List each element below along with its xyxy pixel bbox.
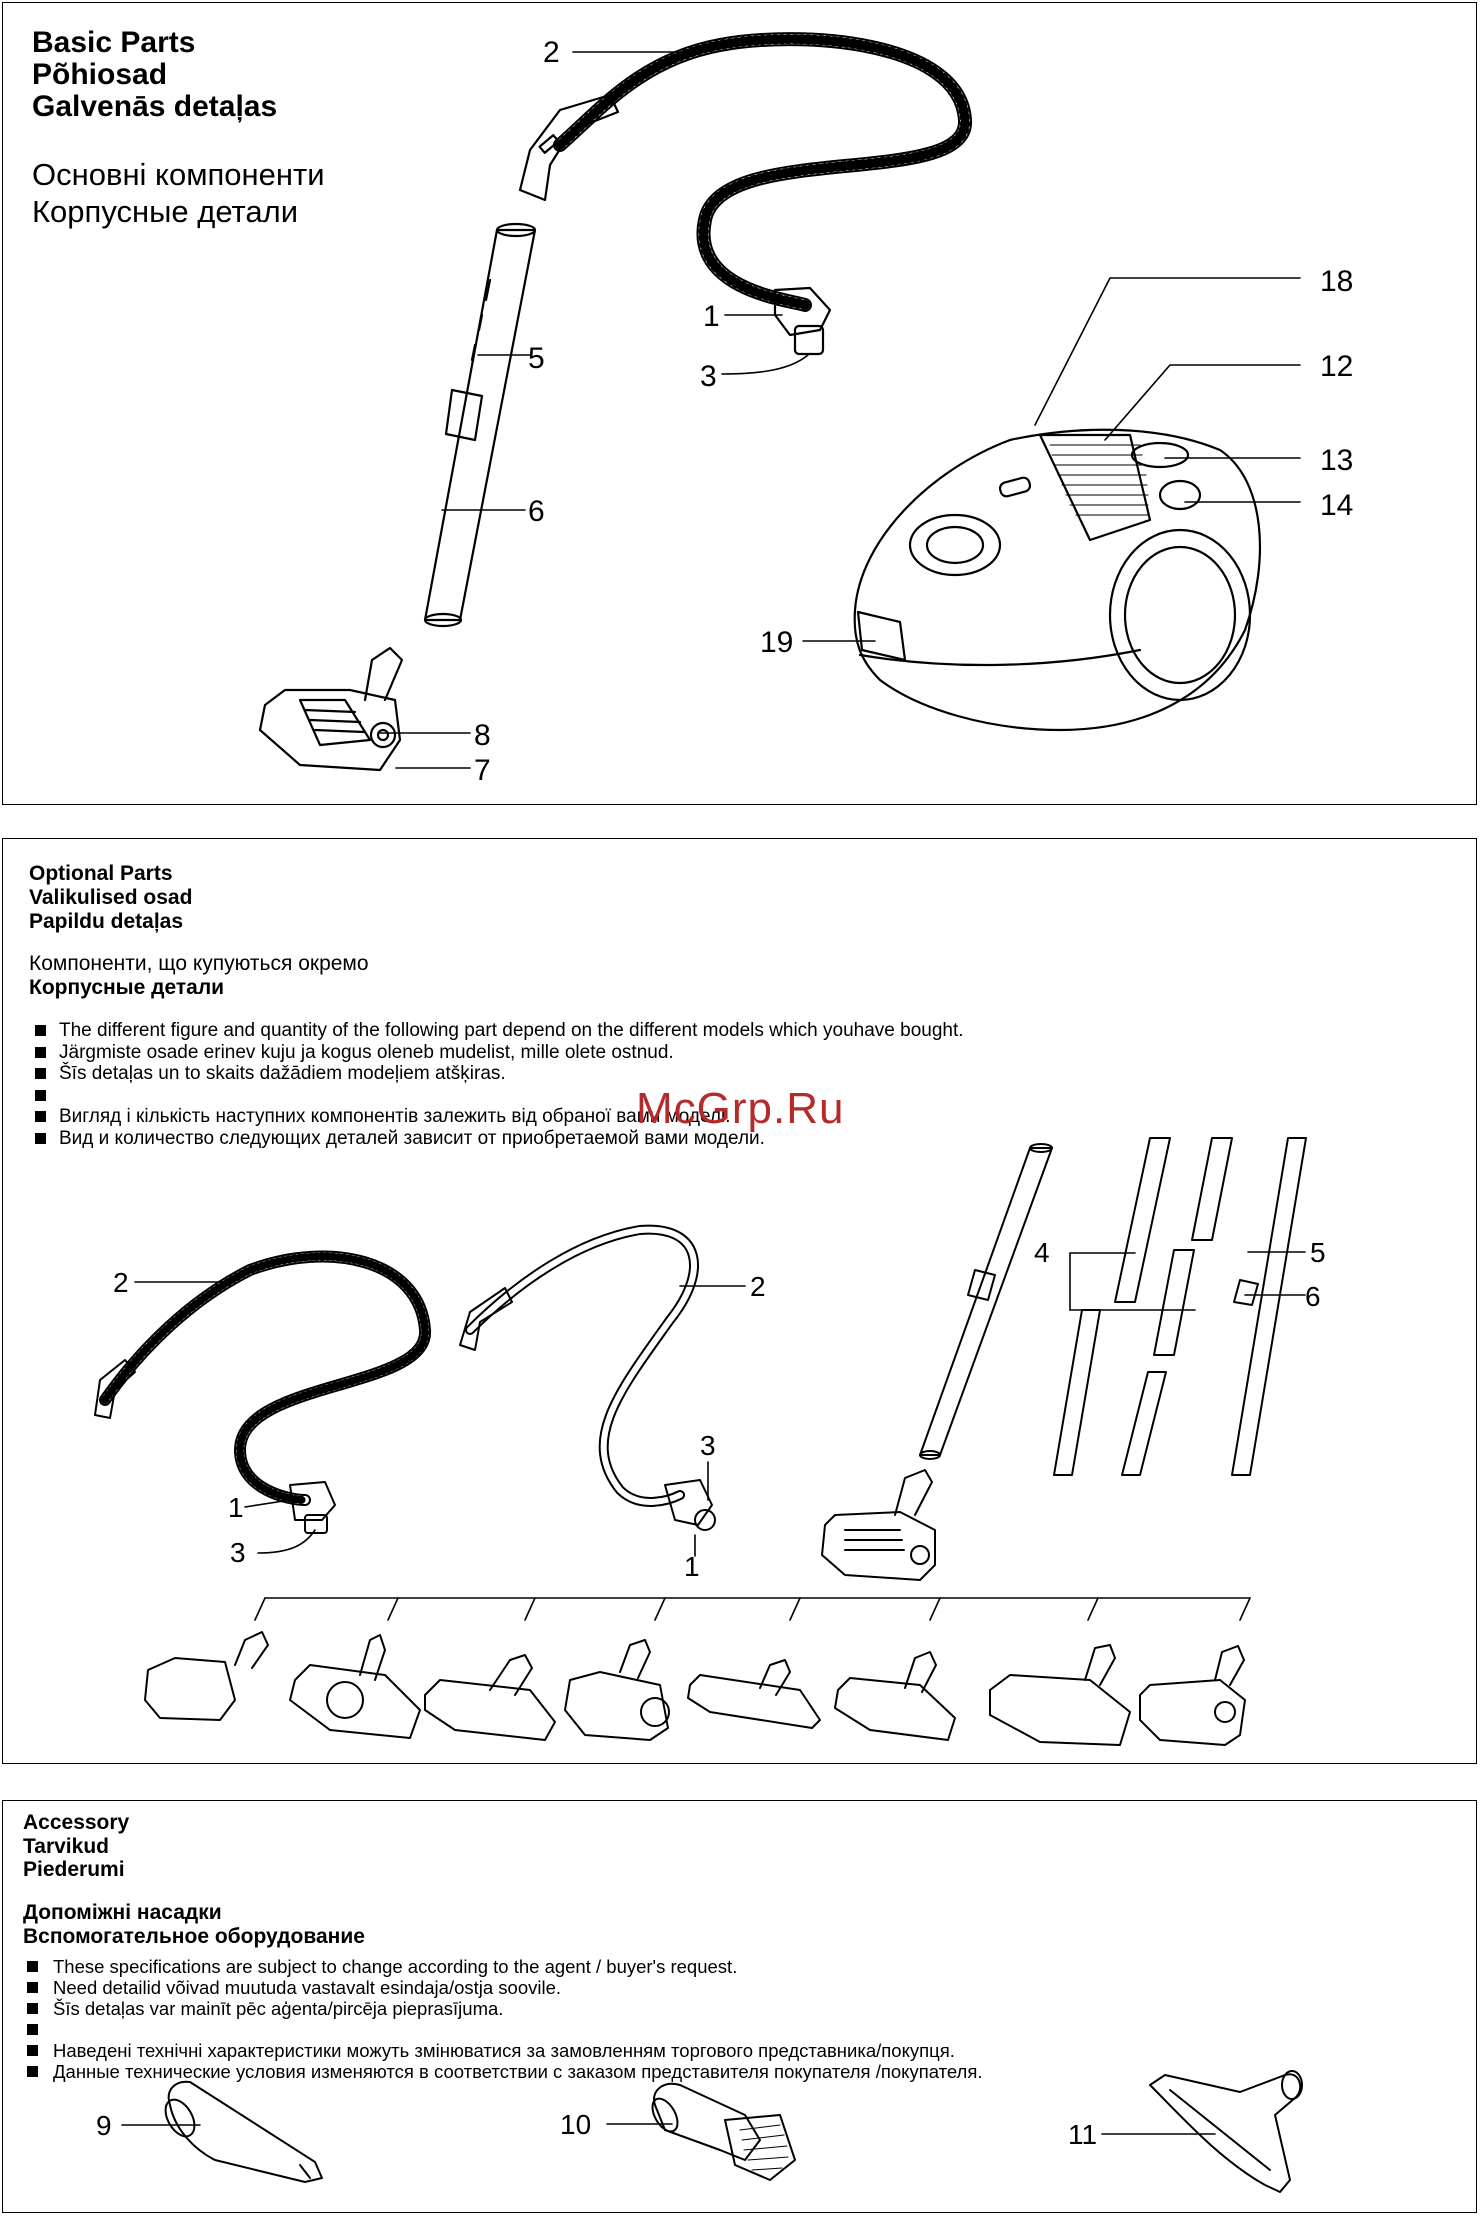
basic-parts-panel bbox=[2, 2, 1477, 805]
optional-hose-a-drawing bbox=[94, 1250, 431, 1534]
bullet-square-icon bbox=[35, 1089, 46, 1101]
grille-pattern bbox=[1049, 444, 1149, 516]
basic-subtitle-ru: Корпусные детали bbox=[32, 194, 299, 230]
callout-5: 5 bbox=[1310, 1237, 1326, 1268]
nozzle-row-drawings bbox=[144, 1631, 1246, 1746]
accessory-title-lv: Piederumi bbox=[23, 1858, 125, 1882]
optional-parts-illustration: 2 1 3 2 3 1 4 5 6 bbox=[94, 1137, 1326, 1746]
callout-9: 9 bbox=[96, 2110, 112, 2141]
basic-leader-lines bbox=[377, 51, 1301, 769]
optional-pipes-drawing bbox=[1053, 1137, 1307, 1476]
optional-parts-heading: Optional Parts Valikulised osad Papildu … bbox=[29, 862, 192, 934]
optional-tube-nozzle-drawing bbox=[821, 1143, 1053, 1581]
upholstery-tool-drawing bbox=[1149, 2070, 1303, 2193]
optional-subtitle-uk: Компоненти, що купуються окремо bbox=[29, 952, 369, 975]
optional-note: Šīs detaļas un to skaits dažādiem modeļi… bbox=[29, 1063, 964, 1085]
callout-6: 6 bbox=[1305, 1281, 1321, 1312]
basic-subtitle-uk: Основні компоненти bbox=[32, 157, 325, 192]
basic-parts-heading: Basic Parts Põhiosad Galvenās detaļas bbox=[32, 26, 278, 124]
callout-3: 3 bbox=[700, 1430, 716, 1461]
basic-callouts: 2 1 3 5 6 8 7 18 12 13 14 19 bbox=[474, 36, 1353, 787]
callout-10: 10 bbox=[560, 2109, 591, 2140]
bullet-square-icon bbox=[35, 1068, 46, 1079]
callout-1: 1 bbox=[703, 300, 720, 333]
brush-bristles bbox=[739, 2124, 789, 2171]
bullet-square-icon bbox=[35, 1046, 46, 1058]
accessory-note: Need detailid võivad muutuda vastavalt e… bbox=[23, 1977, 983, 1998]
callout-19: 19 bbox=[760, 626, 793, 659]
callout-1: 1 bbox=[684, 1551, 700, 1582]
accessory-subtitle-uk: Допоміжні насадки bbox=[23, 1901, 222, 1924]
optional-title-en: Optional Parts bbox=[29, 862, 173, 885]
basic-title-lv: Galvenās detaļas bbox=[32, 90, 278, 124]
bullet-square-icon bbox=[27, 1982, 38, 1993]
bullet-square-icon bbox=[27, 2045, 38, 2056]
accessory-subheading: Допоміжні насадки Вспомогательное оборуд… bbox=[23, 1901, 365, 1948]
accessory-note: Данные технические условия изменяются в … bbox=[23, 2061, 983, 2082]
accessory-leader-lines bbox=[121, 2123, 1216, 2135]
basic-parts-illustration: 2 1 3 5 6 8 7 18 12 13 14 19 bbox=[258, 32, 1353, 787]
callout-11: 11 bbox=[1068, 2119, 1097, 2150]
callout-7: 7 bbox=[474, 754, 491, 787]
optional-hose-b-drawing bbox=[459, 1224, 716, 1531]
bullet-square-icon bbox=[27, 1961, 38, 1972]
accessory-note: Наведені технічні характеристики можуть … bbox=[23, 2040, 983, 2061]
bullet-square-icon bbox=[27, 2003, 38, 2014]
callout-1: 1 bbox=[228, 1492, 244, 1523]
watermark-text: McGrp.Ru bbox=[636, 1084, 845, 1133]
optional-parts-panel bbox=[2, 838, 1477, 1764]
accessory-note bbox=[23, 2019, 983, 2040]
optional-title-et: Valikulised osad bbox=[29, 886, 193, 910]
bullet-square-icon bbox=[27, 2066, 38, 2077]
callout-4: 4 bbox=[1034, 1237, 1050, 1268]
bullet-square-icon bbox=[35, 1132, 46, 1144]
nozzle-row-connector bbox=[254, 1597, 1251, 1621]
optional-parts-subheading: Компоненти, що купуються окремо Корпусны… bbox=[29, 952, 369, 1000]
accessory-panel bbox=[2, 1800, 1477, 2213]
callout-12: 12 bbox=[1320, 350, 1353, 383]
callout-8: 8 bbox=[474, 719, 491, 752]
callout-2: 2 bbox=[750, 1271, 766, 1302]
optional-note bbox=[29, 1085, 964, 1107]
callout-2: 2 bbox=[543, 36, 560, 69]
accessory-note: Šīs detaļas var mainīt pēc aģenta/pircēj… bbox=[23, 1998, 983, 2019]
dusting-brush-drawing bbox=[651, 2082, 796, 2181]
callout-13: 13 bbox=[1320, 444, 1353, 477]
optional-callouts: 2 1 3 2 3 1 4 5 6 bbox=[113, 1237, 1326, 1582]
basic-title-et: Põhiosad bbox=[32, 58, 168, 92]
optional-title-lv: Papildu detaļas bbox=[29, 910, 184, 934]
optional-note: Вигляд і кількість наступних компонентів… bbox=[29, 1106, 964, 1128]
accessory-note: These specifications are subject to chan… bbox=[23, 1956, 983, 1977]
optional-subtitle-ru: Корпусные детали bbox=[29, 976, 225, 1000]
crevice-tool-drawing bbox=[164, 2080, 323, 2183]
telescopic-tube-drawing bbox=[423, 222, 537, 628]
callout-3: 3 bbox=[230, 1537, 246, 1568]
accessory-title-et: Tarvikud bbox=[23, 1834, 109, 1858]
hose-drawing bbox=[518, 32, 972, 356]
floor-nozzle-drawing bbox=[258, 646, 404, 772]
accessory-title-en: Accessory bbox=[23, 1811, 130, 1834]
bullet-square-icon bbox=[35, 1111, 46, 1122]
vacuum-body-drawing bbox=[853, 428, 1262, 732]
bullet-square-icon bbox=[35, 1025, 46, 1036]
callout-18: 18 bbox=[1320, 265, 1353, 298]
accessory-subtitle-ru: Вспомогательное оборудование bbox=[23, 1924, 365, 1948]
accessory-notes-list: These specifications are subject to chan… bbox=[23, 1956, 983, 2082]
basic-parts-subheading: Основні компоненти Корпусные детали bbox=[32, 156, 325, 230]
optional-note: Järgmiste osade erinev kuju ja kogus ole… bbox=[29, 1042, 964, 1064]
callout-2: 2 bbox=[113, 1267, 129, 1298]
optional-notes-list: The different figure and quantity of the… bbox=[29, 1020, 964, 1149]
callout-5: 5 bbox=[528, 342, 545, 375]
optional-leader-lines bbox=[134, 1251, 1306, 1557]
callout-6: 6 bbox=[528, 495, 545, 528]
optional-note: Вид и количество следующих деталей завис… bbox=[29, 1128, 964, 1150]
bullet-square-icon bbox=[27, 2024, 38, 2035]
basic-title-en: Basic Parts bbox=[32, 26, 196, 59]
accessory-heading: Accessory Tarvikud Piederumi bbox=[23, 1811, 129, 1882]
callout-14: 14 bbox=[1320, 489, 1353, 522]
callout-3: 3 bbox=[700, 360, 717, 393]
optional-note: The different figure and quantity of the… bbox=[29, 1020, 964, 1042]
accessory-callouts: 9 10 11 bbox=[96, 2109, 1097, 2150]
